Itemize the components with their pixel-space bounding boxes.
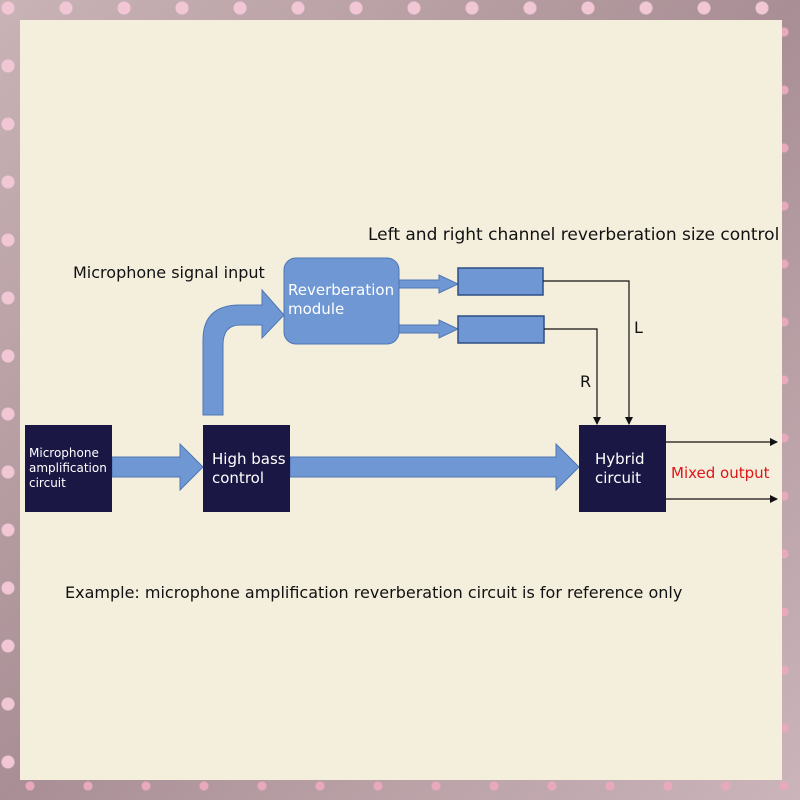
line-left-channel xyxy=(543,280,633,425)
left-channel-control-block xyxy=(457,267,544,296)
right-channel-control-block xyxy=(457,315,545,344)
hybrid-circuit-block xyxy=(579,425,666,512)
high-bass-label-1: High bass xyxy=(212,450,286,468)
arrow-highbass-to-reverb xyxy=(202,288,285,416)
line-right-channel xyxy=(544,328,601,425)
arrow-reverb-to-right-control xyxy=(398,319,460,339)
arrow-mic-to-highbass xyxy=(111,442,204,492)
channel-right-label: R xyxy=(580,372,591,391)
hybrid-label-1: Hybrid xyxy=(595,450,645,468)
mic-amp-label-2: amplification xyxy=(29,461,107,475)
high-bass-label-2: control xyxy=(212,469,264,487)
reverb-label-2: module xyxy=(288,300,344,318)
mixed-output-label: Mixed output xyxy=(671,464,770,482)
mic-amplification-block xyxy=(25,425,112,512)
hybrid-label-2: circuit xyxy=(595,469,641,487)
arrow-reverb-to-left-control xyxy=(398,274,460,294)
mic-amp-label-1: Microphone xyxy=(29,446,99,460)
reverberation-module-block xyxy=(283,257,400,345)
high-bass-control-block xyxy=(203,425,290,512)
top-label: Left and right channel reverberation siz… xyxy=(368,225,779,245)
input-label: Microphone signal input xyxy=(73,263,265,282)
mic-amp-label-3: circuit xyxy=(29,476,66,490)
arrow-highbass-to-hybrid xyxy=(289,442,580,492)
channel-left-label: L xyxy=(634,318,643,337)
footnote: Example: microphone amplification reverb… xyxy=(65,583,682,602)
reverb-label-1: Reverberation xyxy=(288,281,394,299)
diagram-canvas xyxy=(20,20,782,780)
